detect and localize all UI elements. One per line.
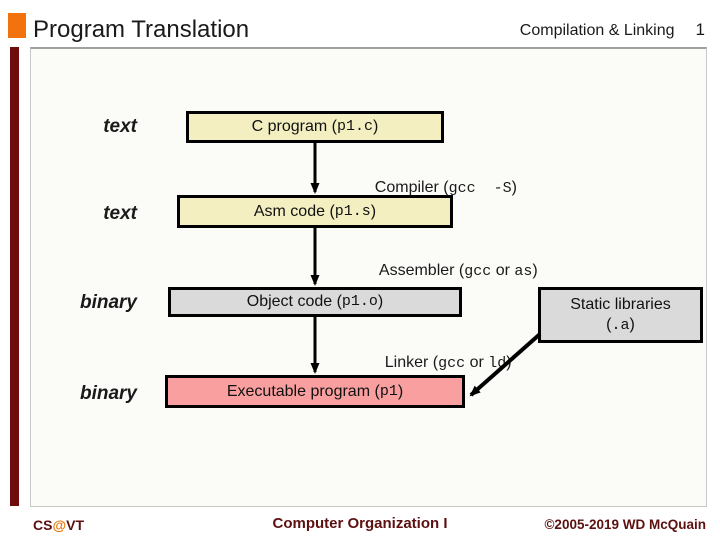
footer-course-title: Computer Organization I	[272, 515, 448, 532]
footer-brand-cs: CS	[33, 517, 53, 533]
c-program-box-text: C program (	[251, 118, 337, 136]
static-libraries-box-line1: Static libraries	[570, 295, 671, 313]
row-label-text-1: text	[103, 116, 137, 137]
page-title: Program Translation	[33, 16, 250, 43]
assembler-step-label: Assembler (gcc or as)	[362, 244, 538, 298]
asm-code-box-code: p1.s	[334, 202, 371, 220]
executable-box-code: p1	[379, 382, 398, 400]
assembler-label-text: Assembler (	[378, 262, 465, 279]
asm-code-box: Asm code (p1.s)	[177, 195, 453, 228]
footer-brand-vt: VT	[66, 517, 84, 533]
slide-accent-bar	[10, 47, 19, 506]
executable-program-box: Executable program (p1)	[165, 375, 465, 408]
assembler-label-code1: gcc	[464, 263, 492, 280]
linker-label-or: or	[465, 354, 489, 371]
c-program-box-close: )	[373, 118, 379, 136]
slide-topic: Compilation & Linking	[519, 22, 675, 39]
page-number: 1	[695, 20, 705, 39]
static-libraries-open: (	[606, 316, 612, 334]
compiler-label-close: )	[511, 179, 517, 196]
at-icon: @	[52, 517, 67, 533]
linker-label-close: )	[506, 354, 512, 371]
assembler-label-close: )	[532, 262, 538, 279]
asm-code-box-close: )	[370, 202, 377, 220]
object-code-box-text: Object code (	[246, 293, 342, 311]
linker-label-code1: gcc	[438, 355, 466, 372]
linker-label-code2: ld	[488, 355, 507, 372]
asm-code-box-text: Asm code (	[253, 202, 335, 220]
object-code-box-close: )	[377, 293, 384, 311]
compiler-label-text: Compiler (	[374, 179, 449, 196]
executable-box-text: Executable program (	[226, 382, 380, 400]
static-libraries-box: Static libraries (.a)	[538, 287, 703, 343]
object-code-box: Object code (p1.o)	[168, 287, 462, 317]
row-label-binary-1: binary	[79, 292, 137, 313]
row-label-text-2: text	[103, 203, 137, 224]
assembler-label-code2: as	[514, 263, 533, 280]
header-right: Compilation & Linking 1	[520, 20, 705, 40]
executable-box-close: )	[397, 382, 404, 400]
linker-step-label: Linker (gcc or ld)	[367, 336, 512, 390]
footer-brand: CS@VT	[33, 517, 84, 533]
static-libraries-box-line2: (.a)	[606, 315, 635, 335]
linker-label-text: Linker (	[384, 354, 439, 371]
static-libraries-code: .a	[611, 317, 630, 335]
row-label-binary-2: binary	[79, 383, 137, 404]
c-program-box: C program (p1.c)	[186, 111, 444, 143]
footer-copyright: ©2005-2019 WD McQuain	[544, 517, 706, 532]
object-code-box-code: p1.o	[341, 293, 378, 310]
static-libraries-close: )	[629, 316, 635, 334]
compiler-step-label: Compiler (gcc -S)	[357, 161, 517, 215]
c-program-box-code: p1.c	[337, 118, 374, 135]
slide-accent-square	[8, 13, 26, 38]
compiler-label-code: gcc -S	[448, 180, 512, 197]
assembler-label-or: or	[491, 262, 515, 279]
